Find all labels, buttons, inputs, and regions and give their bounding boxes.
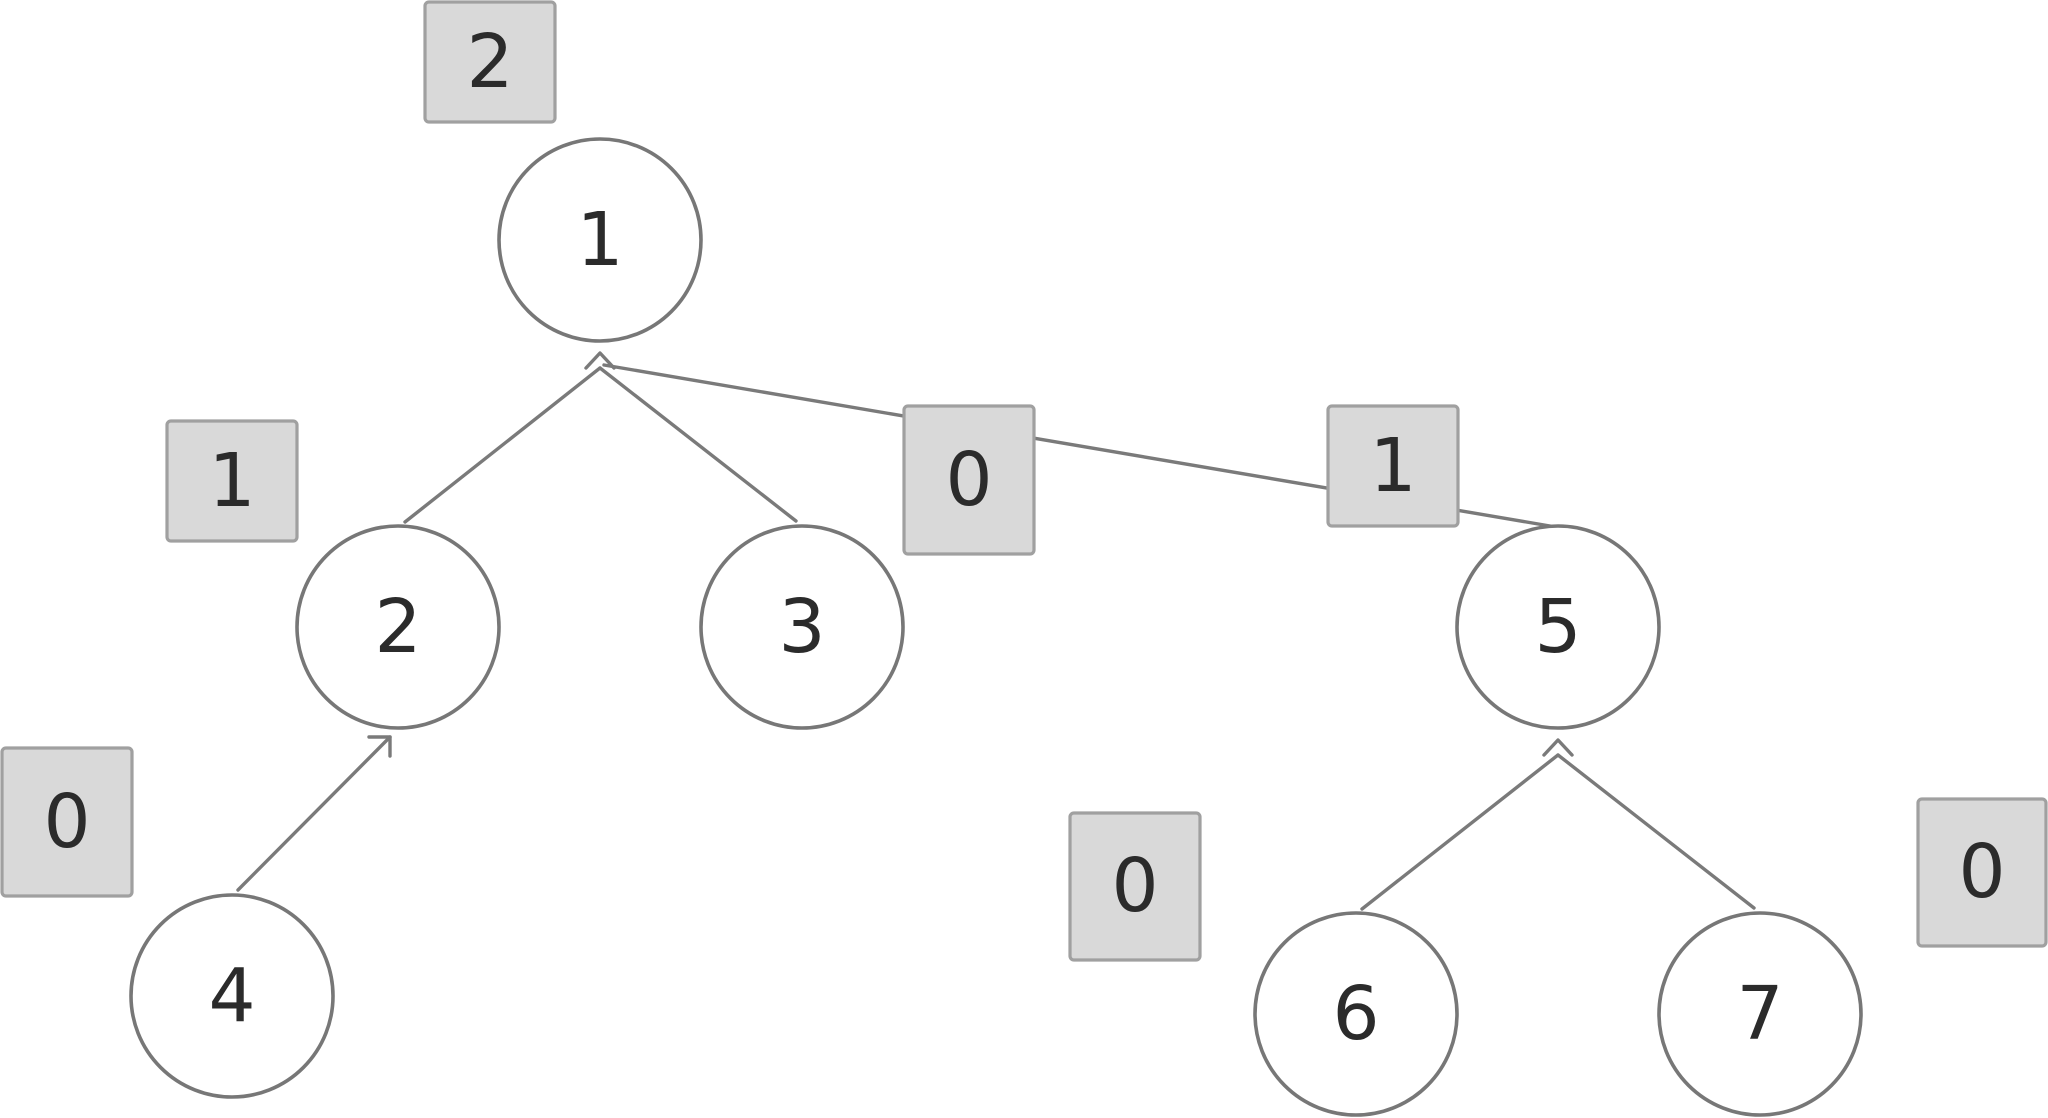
badge-right: 1 — [1326, 404, 1460, 528]
node-3-label: 3 — [778, 584, 825, 670]
node-7-label: 7 — [1736, 971, 1783, 1057]
node-2-label: 2 — [374, 584, 421, 670]
badge-mid: 0 — [902, 404, 1036, 556]
node-3-circle — [699, 524, 905, 730]
node-4-label: 4 — [208, 953, 255, 1039]
badge-mid-label: 0 — [945, 437, 992, 523]
edge-6-to-5 — [1360, 753, 1560, 911]
arrow-head-into-1 — [584, 351, 616, 370]
node-7-circle — [1657, 911, 1863, 1117]
arrow-heads — [367, 351, 1574, 758]
node-1: 1 — [497, 137, 703, 343]
badge-left: 1 — [165, 419, 299, 543]
node-2-circle — [295, 524, 501, 730]
node-6-circle — [1253, 911, 1459, 1117]
badge-bottom-right-label: 0 — [1958, 829, 2005, 915]
node-5-circle — [1455, 524, 1661, 730]
arrow-head-into-5 — [1542, 738, 1574, 757]
edge-2-to-1 — [403, 366, 602, 524]
badge-left-box — [165, 419, 299, 543]
badge-top-label: 2 — [466, 19, 513, 105]
node-4: 4 — [129, 893, 335, 1099]
badge-right-label: 1 — [1369, 423, 1416, 509]
node-7: 7 — [1657, 911, 1863, 1117]
badge-bottom-left-label: 0 — [43, 779, 90, 865]
badge-top: 2 — [423, 0, 557, 124]
badge-bottom-right: 0 — [1916, 797, 2048, 948]
node-5: 5 — [1455, 524, 1661, 730]
node-5-label: 5 — [1534, 584, 1581, 670]
badge-bottom-mid: 0 — [1068, 811, 1202, 962]
badge-bottom-mid-label: 0 — [1111, 843, 1158, 929]
node-3: 3 — [699, 524, 905, 730]
badge-mid-box — [902, 404, 1036, 556]
node-4-circle — [129, 893, 335, 1099]
arrow-head-into-2 — [367, 735, 392, 758]
badge-bottom-left-box — [0, 746, 134, 898]
badge-bottom-right-box — [1916, 797, 2048, 948]
edge-3-to-1 — [598, 366, 798, 523]
node-6-label: 6 — [1332, 971, 1379, 1057]
badge-bottom-left: 0 — [0, 746, 134, 898]
node-1-label: 1 — [576, 197, 623, 283]
badge-left-label: 1 — [208, 438, 255, 524]
node-2: 2 — [295, 524, 501, 730]
badge-top-box — [423, 0, 557, 124]
node-6: 6 — [1253, 911, 1459, 1117]
edge-4-to-2 — [236, 735, 392, 892]
badge-bottom-mid-box — [1068, 811, 1202, 962]
edge-7-to-5 — [1556, 753, 1756, 910]
badge-right-box — [1326, 404, 1460, 528]
node-1-circle — [497, 137, 703, 343]
